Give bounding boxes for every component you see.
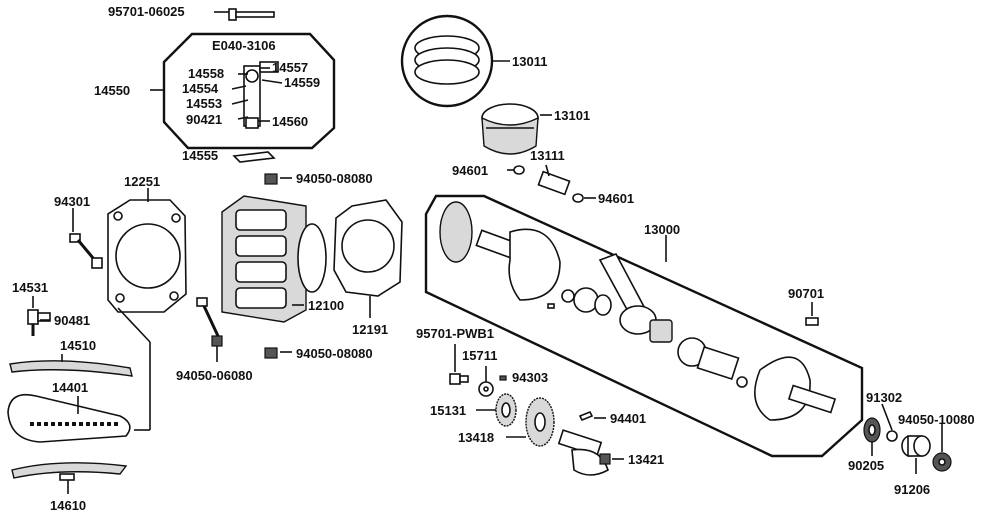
key-94401 [578, 410, 594, 422]
label-14557: 14557 [272, 60, 308, 75]
gear-15131 [495, 393, 517, 427]
label-94301: 94301 [54, 194, 90, 209]
label-14553: 14553 [186, 96, 222, 111]
label-12251: 12251 [124, 174, 160, 189]
label-90205: 90205 [848, 458, 884, 473]
label-13421: 13421 [628, 452, 664, 467]
bolt-95701-pwb1 [449, 373, 469, 385]
piston-13101 [481, 103, 539, 155]
label-14610: 14610 [50, 498, 86, 513]
bolt-94301 [69, 233, 103, 269]
balancer-shaft-13421 [557, 429, 611, 476]
chain-guide-14510 [9, 360, 133, 377]
label-94050-06080: 94050-06080 [176, 368, 253, 383]
label-14510: 14510 [60, 338, 96, 353]
label-13418: 13418 [458, 430, 494, 445]
label-91302: 91302 [866, 390, 902, 405]
label-14550: 14550 [94, 83, 130, 98]
label-12100: 12100 [308, 298, 344, 313]
label-94601-left: 94601 [452, 163, 488, 178]
label-94050-10080: 94050-10080 [898, 412, 975, 427]
chain-guide-14610 [11, 462, 128, 481]
crankshaft-13000 [439, 201, 837, 421]
label-15711: 15711 [462, 348, 497, 363]
label-14559: 14559 [284, 75, 320, 90]
label-14401: 14401 [52, 380, 88, 395]
label-94303: 94303 [512, 370, 548, 385]
label-90481: 90481 [54, 313, 90, 328]
nut-94050-10080 [932, 452, 952, 472]
label-13000: 13000 [644, 222, 680, 237]
label-90701: 90701 [788, 286, 824, 301]
label-14558: 14558 [188, 66, 224, 81]
part-14550-assembly [231, 61, 283, 129]
seal-90205 [863, 417, 881, 443]
stud-94050-06080 [196, 297, 223, 347]
label-e040-3106: E040-3106 [212, 38, 276, 53]
gear-13418 [525, 397, 555, 447]
piston-pin-13111 [513, 165, 584, 203]
cylinder-block-12100 [221, 195, 327, 323]
bearing-91206 [901, 435, 931, 457]
label-91206: 91206 [894, 482, 930, 497]
pin-94303 [499, 375, 507, 381]
tensioner-bolt-14531 [27, 309, 51, 336]
circlip-91302 [886, 430, 898, 442]
label-95701-pwb1: 95701-PWB1 [416, 326, 494, 341]
nut-94050-08080-bottom [264, 347, 278, 359]
label-14531: 14531 [12, 280, 48, 295]
label-94601-right: 94601 [598, 191, 634, 206]
label-90421: 90421 [186, 112, 222, 127]
label-94050-08080-bottom: 94050-08080 [296, 346, 373, 361]
label-14555: 14555 [182, 148, 218, 163]
label-13111: 13111 [530, 148, 565, 163]
nut-94050-08080-top [264, 173, 278, 185]
label-14560: 14560 [272, 114, 308, 129]
label-94401: 94401 [610, 411, 646, 426]
label-15131: 15131 [430, 403, 466, 418]
washer-15711 [478, 381, 494, 397]
pin-90701 [805, 317, 819, 326]
label-13011: 13011 [512, 54, 547, 69]
group-box-13000 [424, 194, 864, 458]
label-95701-06025: 95701-06025 [108, 4, 185, 19]
group-box-14550 [162, 32, 336, 150]
label-12191: 12191 [352, 322, 388, 337]
bolt-95701-06025 [214, 8, 275, 21]
label-13101: 13101 [554, 108, 590, 123]
label-94050-08080-top: 94050-08080 [296, 171, 373, 186]
piston-rings-13011 [414, 35, 480, 85]
gasket-12191 [333, 199, 403, 297]
gasket-14555 [232, 151, 276, 163]
label-14554: 14554 [182, 81, 219, 96]
cam-chain-14401 [7, 393, 131, 443]
gasket-12251 [107, 199, 187, 313]
